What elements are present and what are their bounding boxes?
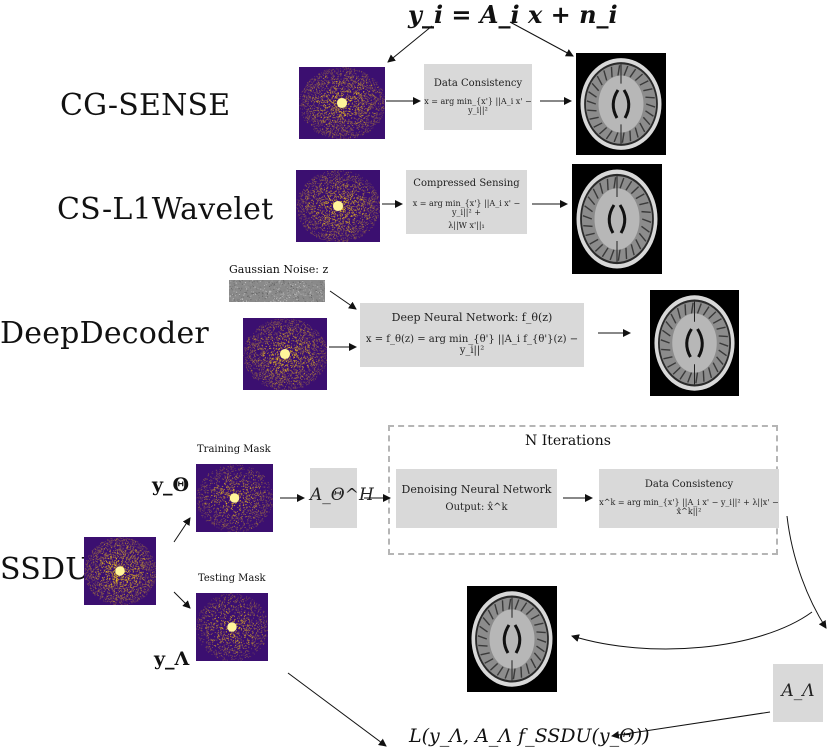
box-output: Output: x̂^k xyxy=(445,502,508,513)
compressed-sensing-box: Compressed Sensing x = arg min_{x'} ||A_… xyxy=(406,170,527,234)
box-title: Deep Neural Network: f_θ(z) xyxy=(391,311,553,324)
box-equation: x^k = arg min_{x'} ||A_i x' − y_i||² + λ… xyxy=(599,498,779,516)
denoising-network-box: Denoising Neural Network Output: x̂^k xyxy=(396,469,557,528)
kspace-image-deepdecoder xyxy=(243,318,327,390)
method-label-cg-sense: CG-SENSE xyxy=(60,88,231,123)
box-title: Denoising Neural Network xyxy=(401,483,552,496)
data-consistency-box-cg-sense: Data Consistency x = arg min_{x'} ||A_i … xyxy=(424,64,532,130)
a-lambda-box: A_Λ xyxy=(773,664,823,722)
kspace-image-cg-sense xyxy=(299,67,385,139)
arrow-ssdu-to-testing xyxy=(173,591,191,609)
arrow-ssdu-to-training xyxy=(173,517,191,543)
box-title: Compressed Sensing xyxy=(413,178,520,189)
gaussian-noise-label: Gaussian Noise: z xyxy=(229,263,329,276)
gaussian-noise-image xyxy=(229,280,325,302)
kspace-image-ssdu-full xyxy=(84,537,156,605)
arrow-noise-to-dnn xyxy=(329,290,357,310)
box-equation-line-1: x = arg min_{x'} ||A_i x' − y_i||² + xyxy=(412,199,521,217)
method-label-ssdu: SSDU xyxy=(0,552,91,587)
arrow-testing-to-loss xyxy=(287,672,387,747)
mri-recon-cg-sense xyxy=(576,53,666,155)
box-equation: x = arg min_{x'} ||A_i x' − y_i||² xyxy=(424,97,532,115)
loss-function: L(y_Λ, A_Λ f_SSDU(y_Θ)) xyxy=(409,725,650,747)
method-label-cs-l1wavelet: CS-L1Wavelet xyxy=(57,192,274,227)
mri-recon-cs-l1wavelet xyxy=(572,164,662,274)
deep-neural-network-box: Deep Neural Network: f_θ(z) x = f_θ(z) =… xyxy=(360,303,584,367)
a-lambda-label: A_Λ xyxy=(781,681,815,701)
arrow-header-to-mri xyxy=(509,21,574,57)
mri-recon-deepdecoder xyxy=(650,290,739,396)
kspace-image-cs-l1wavelet xyxy=(296,170,380,242)
arrow-dc-curve-down xyxy=(786,515,827,629)
box-equation-line-2: λ||W x'||₁ xyxy=(448,221,485,230)
testing-mask-label: Testing Mask xyxy=(198,573,266,584)
arrow-header-to-kspace xyxy=(387,25,433,63)
method-label-deepdecoder: DeepDecoder xyxy=(0,316,209,351)
y-lambda-label: y_Λ xyxy=(154,648,190,670)
n-iterations-label: N Iterations xyxy=(525,433,611,449)
box-equation: x = f_θ(z) = arg min_{θ'} ||A_i f_{θ'}(z… xyxy=(365,334,579,356)
training-mask-label: Training Mask xyxy=(197,444,271,455)
y-theta-label: y_Θ xyxy=(152,474,190,496)
data-consistency-box-ssdu: Data Consistency x^k = arg min_{x'} ||A_… xyxy=(599,469,779,528)
forward-model-equation: y_i = A_i x + n_i xyxy=(408,0,618,29)
box-title: Data Consistency xyxy=(644,479,734,490)
mri-recon-ssdu xyxy=(467,586,557,692)
kspace-training-mask xyxy=(196,464,273,532)
box-title: Data Consistency xyxy=(433,78,523,89)
arrow-a-lambda-to-loss xyxy=(611,711,771,739)
arrow-curve-to-mri xyxy=(571,611,813,650)
kspace-testing-mask xyxy=(196,593,268,661)
